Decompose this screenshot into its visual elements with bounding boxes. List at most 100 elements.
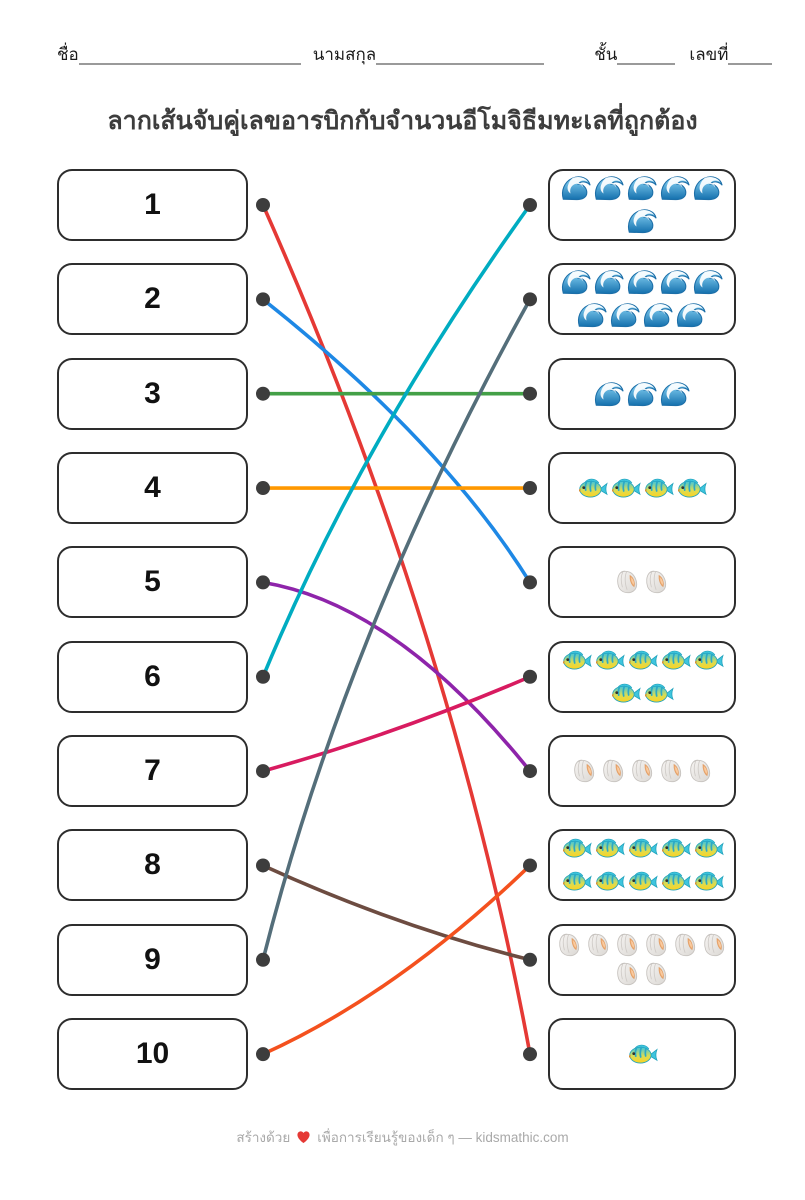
emoji-box-7 [548, 735, 736, 807]
tropical-fish-emoji-icon [593, 865, 626, 898]
tropical-fish-emoji-icon [659, 832, 692, 865]
emoji-box-6 [548, 641, 736, 713]
right-connector-dot-9 [523, 952, 537, 967]
right-connector-dot-10 [523, 1047, 537, 1062]
name-label: ชื่อ [57, 45, 79, 64]
wave-emoji-icon [642, 299, 675, 332]
right-connector-dot-8 [523, 858, 537, 873]
spiral-shell-emoji-icon [570, 757, 599, 786]
number-box-10: 10 [57, 1018, 248, 1090]
spiral-shell-emoji-icon [671, 931, 700, 960]
number-blank-field [728, 51, 773, 65]
right-connector-dot-3 [523, 386, 537, 401]
tropical-fish-emoji-icon [609, 472, 642, 505]
spiral-shell-emoji-icon [555, 931, 584, 960]
connection-line-7-to-box-6 [261, 674, 532, 773]
number-box-3: 3 [57, 358, 248, 430]
surname-blank-field [376, 51, 545, 65]
connection-line-8-to-box-9 [261, 863, 532, 962]
tropical-fish-emoji-icon [659, 644, 692, 677]
wave-emoji-icon [593, 378, 626, 411]
emoji-box-9 [548, 924, 736, 996]
emoji-box-3 [548, 358, 736, 430]
emoji-box-8 [548, 829, 736, 901]
tropical-fish-emoji-icon [576, 472, 609, 505]
spiral-shell-emoji-icon [642, 568, 671, 597]
spiral-shell-emoji-icon [700, 931, 729, 960]
left-connector-dot-3 [256, 386, 270, 401]
spiral-shell-emoji-icon [584, 931, 613, 960]
connection-line-6-to-box-1 [261, 203, 532, 679]
right-connector-dot-6 [523, 669, 537, 684]
spiral-shell-emoji-icon [642, 960, 671, 989]
spiral-shell-emoji-icon [613, 568, 642, 597]
tropical-fish-emoji-icon [675, 472, 708, 505]
spiral-shell-emoji-icon [613, 931, 642, 960]
spiral-shell-emoji-icon [686, 757, 715, 786]
wave-emoji-icon [593, 172, 626, 205]
tropical-fish-emoji-icon [626, 832, 659, 865]
right-connector-dot-7 [523, 764, 537, 779]
class-label: ชั้น [594, 45, 618, 64]
wave-emoji-icon [659, 266, 692, 299]
number-label: 8 [144, 848, 161, 881]
left-connector-dot-4 [256, 481, 270, 496]
number-label: 5 [144, 565, 161, 598]
tropical-fish-emoji-icon [642, 472, 675, 505]
number-label: 3 [144, 377, 161, 410]
right-connector-dot-5 [523, 575, 537, 590]
right-connector-dot-1 [523, 198, 537, 212]
wave-emoji-icon [576, 299, 609, 332]
tropical-fish-emoji-icon [626, 1038, 659, 1071]
class-blank-field [617, 51, 676, 65]
tropical-fish-emoji-icon [626, 865, 659, 898]
tropical-fish-emoji-icon [692, 644, 725, 677]
wave-emoji-icon [675, 299, 708, 332]
connection-line-5-to-box-7 [261, 580, 532, 773]
wave-emoji-icon [659, 172, 692, 205]
number-box-4: 4 [57, 452, 248, 524]
wave-emoji-icon [692, 266, 725, 299]
number-box-8: 8 [57, 829, 248, 901]
worksheet-title: ลากเส้นจับคู่เลขอารบิกกับจำนวนอีโมจิธีมท… [107, 107, 698, 135]
footer-suffix: เพื่อการเรียนรู้ของเด็ก ๆ — kidsmathic.c… [317, 1130, 569, 1145]
wave-emoji-icon [560, 266, 593, 299]
connection-line-1-to-box-10 [261, 203, 532, 1056]
spiral-shell-emoji-icon [599, 757, 628, 786]
number-box-1: 1 [57, 169, 248, 241]
left-connector-dot-6 [256, 669, 270, 684]
left-connector-dot-10 [256, 1047, 270, 1062]
right-connector-dot-2 [523, 292, 537, 307]
wave-emoji-icon [593, 266, 626, 299]
number-label: 2 [144, 282, 161, 315]
number-label: 10 [135, 1037, 170, 1070]
name-blank-field [78, 51, 301, 65]
number-label: 6 [144, 660, 161, 693]
tropical-fish-emoji-icon [659, 865, 692, 898]
tropical-fish-emoji-icon [560, 832, 593, 865]
tropical-fish-emoji-icon [692, 865, 725, 898]
wave-emoji-icon [692, 172, 725, 205]
tropical-fish-emoji-icon [626, 644, 659, 677]
tropical-fish-emoji-icon [593, 832, 626, 865]
tropical-fish-emoji-icon [560, 644, 593, 677]
right-connector-dot-4 [523, 481, 537, 496]
wave-emoji-icon [609, 299, 642, 332]
wave-emoji-icon [560, 172, 593, 205]
connection-line-9-to-box-2 [261, 297, 532, 962]
left-connector-dot-5 [256, 575, 270, 590]
footer-prefix: สร้างด้วย [236, 1130, 291, 1145]
surname-label: นามสกุล [312, 45, 377, 64]
wave-emoji-icon [626, 266, 659, 299]
connection-line-2-to-box-5 [261, 297, 532, 585]
number-box-6: 6 [57, 641, 248, 713]
tropical-fish-emoji-icon [560, 865, 593, 898]
number-label: 7 [144, 754, 161, 787]
emoji-box-2 [548, 263, 736, 335]
tropical-fish-emoji-icon [593, 644, 626, 677]
number-box-7: 7 [57, 735, 248, 807]
footer-credit: สร้างด้วย เพื่อการเรียนรู้ของเด็ก ๆ — ki… [0, 1126, 805, 1148]
number-label: เลขที่ [689, 45, 729, 64]
emoji-box-1 [548, 169, 736, 241]
